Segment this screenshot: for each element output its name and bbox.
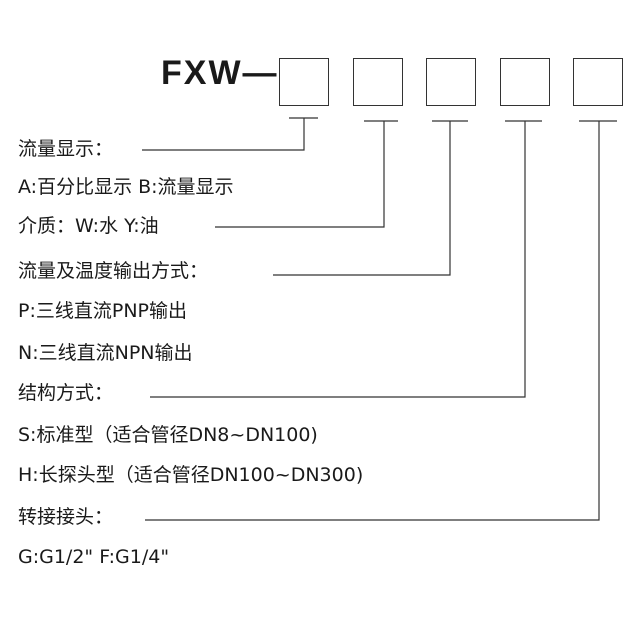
flow-display-heading: 流量显示： xyxy=(18,138,114,160)
structure-heading: 结构方式： xyxy=(18,382,114,404)
connector-4 xyxy=(150,121,526,398)
connector-5 xyxy=(145,121,600,521)
output-option-pnp: P:三线直流PNP输出 xyxy=(18,300,187,322)
output-mode-heading: 流量及温度输出方式： xyxy=(18,260,209,282)
flow-display-options: A:百分比显示 B:流量显示 xyxy=(18,176,234,198)
code-box-2 xyxy=(353,58,403,106)
connector-2 xyxy=(215,121,385,228)
code-box-4 xyxy=(500,58,550,106)
adapter-heading: 转接接头： xyxy=(18,506,114,528)
connector-1 xyxy=(142,118,305,151)
medium-line: 介质：W:水 Y:油 xyxy=(18,215,159,237)
code-box-5 xyxy=(573,58,623,106)
structure-option-h: H:长探头型（适合管径DN100~DN300) xyxy=(18,464,364,486)
code-box-1 xyxy=(279,58,329,106)
adapter-options: G:G1/2" F:G1/4" xyxy=(18,546,170,568)
output-option-npn: N:三线直流NPN输出 xyxy=(18,342,193,364)
structure-option-s: S:标准型（适合管径DN8~DN100) xyxy=(18,424,318,446)
connector-3 xyxy=(273,121,451,276)
model-prefix-text: FXW xyxy=(161,54,243,92)
model-prefix-dash: — xyxy=(242,54,279,92)
code-box-3 xyxy=(426,58,476,106)
model-code-prefix: FXW— xyxy=(161,56,279,90)
